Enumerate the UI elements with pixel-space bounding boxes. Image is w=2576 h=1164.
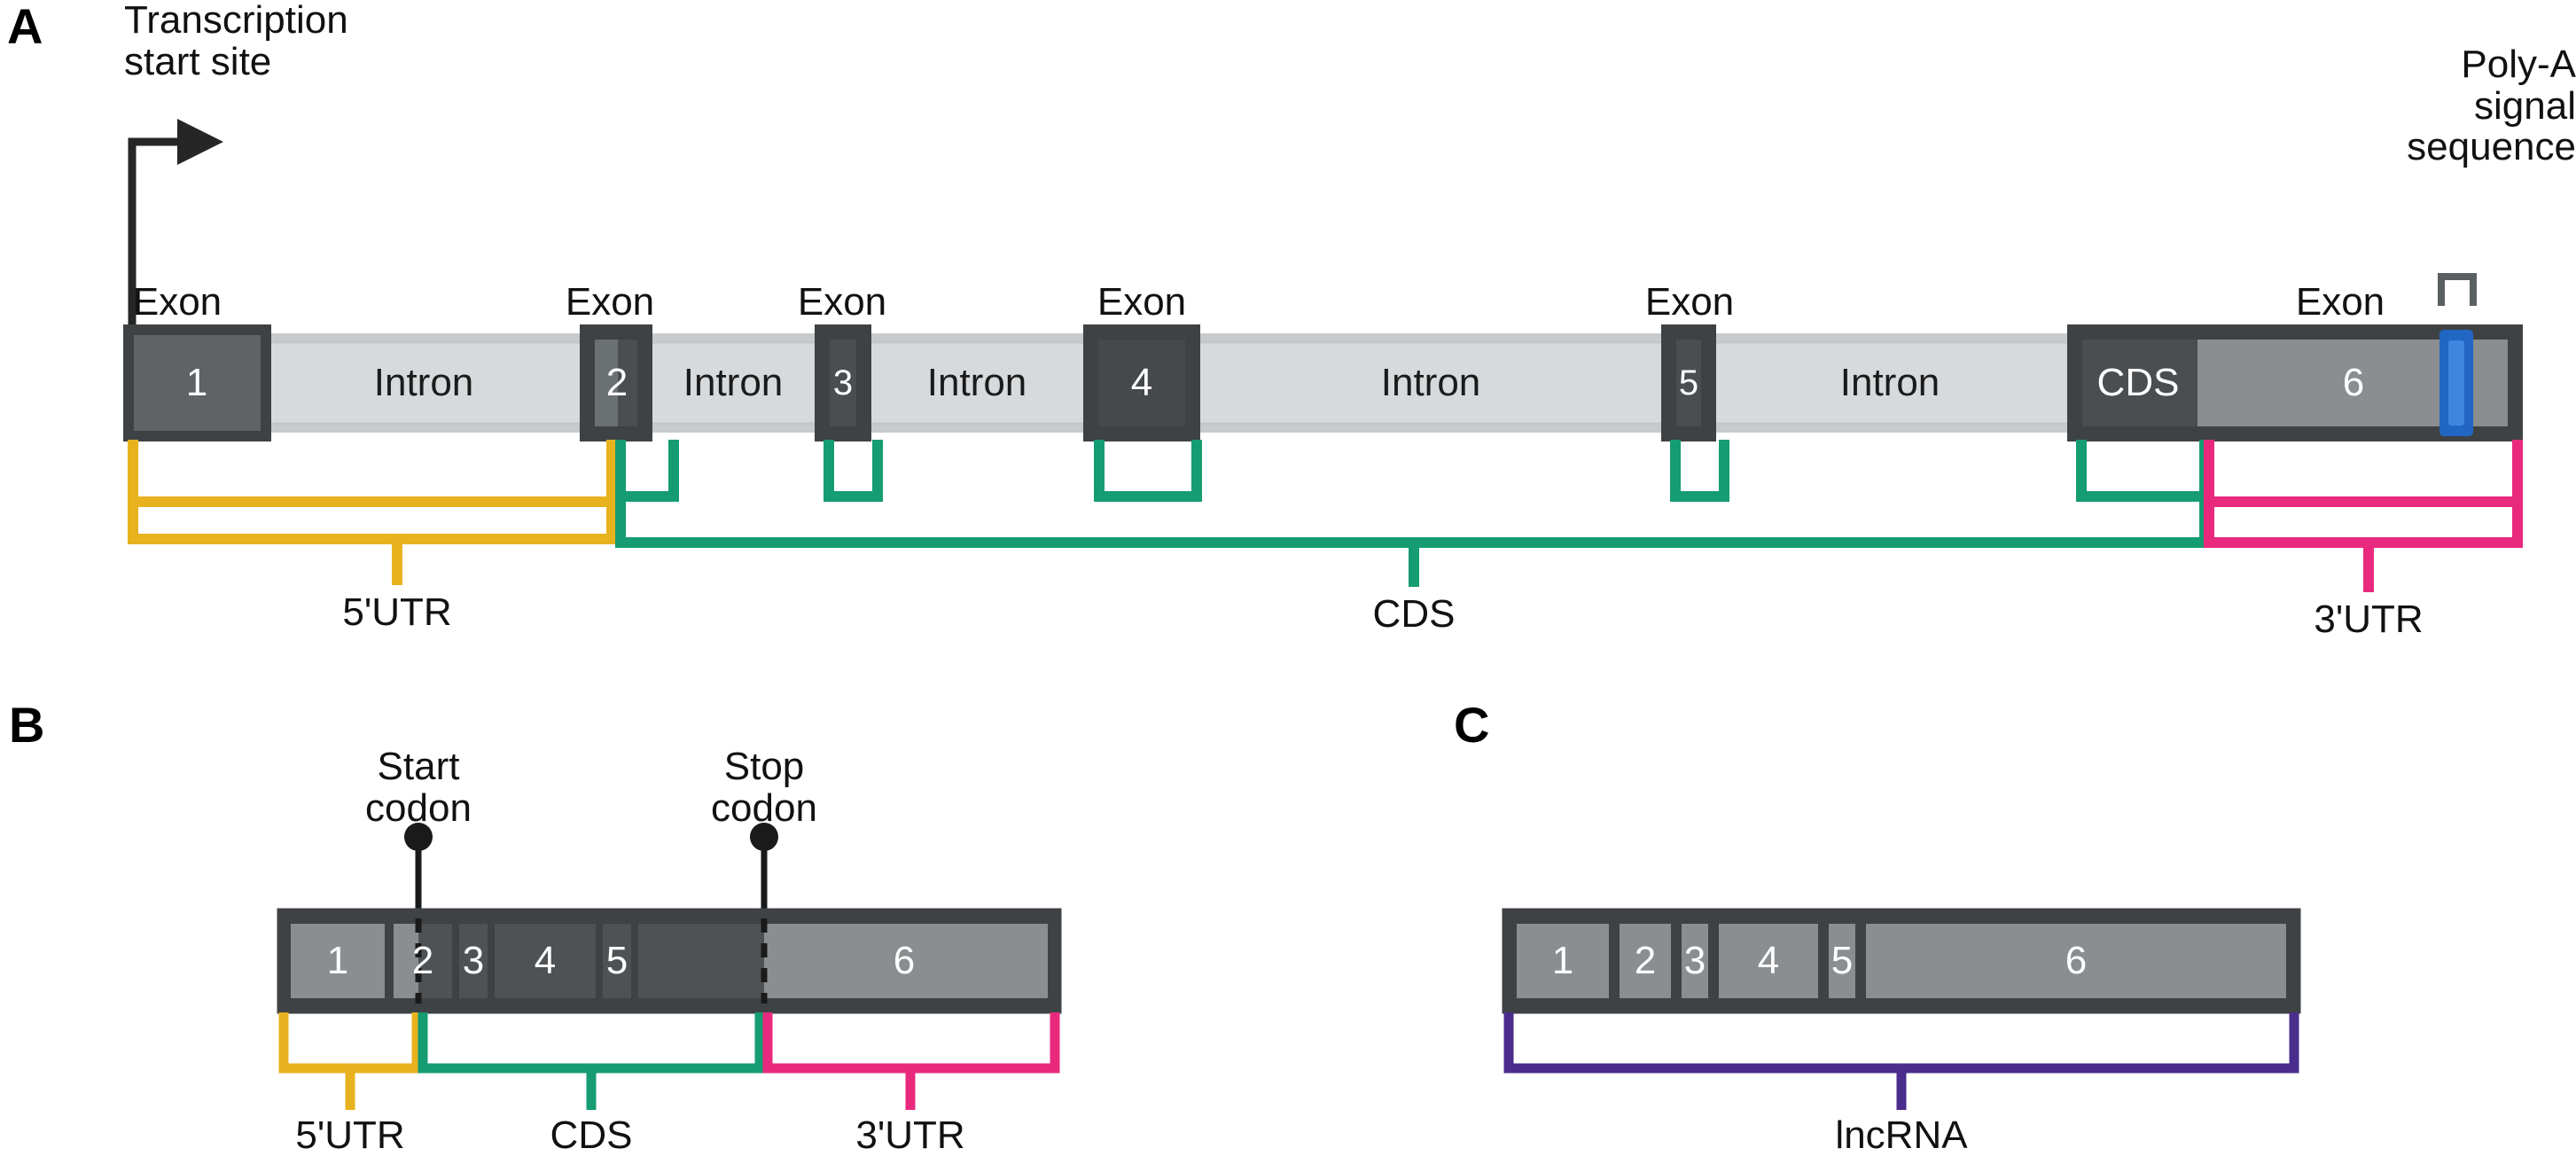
panelA-label-5utr: 5'UTR [342, 590, 452, 634]
panel-label-a: A [7, 0, 43, 54]
panelC-exon-number-3: 3 [1683, 939, 1706, 982]
panelA-exon-number-4: 4 [1130, 361, 1153, 404]
exon-caption-5: Exon [1644, 280, 1735, 324]
panelB-exon-number-3: 3 [462, 939, 485, 982]
panelA-exon-6 [2067, 273, 2523, 441]
panelC-label-lncrna: lncRNA [1835, 1113, 1968, 1157]
panelB-exon-number-5: 5 [605, 939, 628, 982]
panelA-exon-number-1: 1 [185, 361, 208, 404]
panelB-start-codon-leader [404, 823, 433, 915]
panelA-bracket-5utr [128, 440, 617, 585]
panelC-lncrna-track [1502, 908, 2301, 1014]
panelA-exon-number-6: 6 [2342, 361, 2365, 404]
panelB-bracket-5utr [278, 1012, 422, 1110]
panelA-exon6-cds-label: CDS [2096, 361, 2180, 404]
panelC-exon-number-1: 1 [1551, 939, 1574, 982]
panelA-bracket-3utr [2204, 440, 2523, 592]
exon-caption-6: Exon [2295, 280, 2385, 324]
panelB-bracket-cds [418, 1012, 765, 1110]
panelB-label-3utr: 3'UTR [855, 1113, 965, 1157]
exon-caption-4: Exon [1097, 280, 1187, 324]
panelA-exon-2 [580, 324, 652, 441]
panel-label-b: B [9, 697, 45, 753]
panelC-bracket-lncrna [1503, 1012, 2299, 1110]
panelA-intron-label-1: Intron [373, 361, 474, 404]
panelB-bracket-3utr [762, 1012, 1060, 1110]
start-codon-label: Start codon [365, 745, 472, 830]
panelA-exon-number-5: 5 [1678, 363, 1699, 402]
panelC-exon-number-6: 6 [2065, 939, 2088, 982]
panelA-exon-number-2: 2 [605, 361, 628, 404]
panelA-exon-1 [123, 324, 271, 441]
panelA-intron-label-4: Intron [1380, 361, 1481, 404]
panelA-exon-3 [815, 324, 871, 441]
panelA-intron-label-3: Intron [926, 361, 1027, 404]
panelA-exon-4 [1083, 324, 1200, 441]
transcription-start-site-label: Transcription start site [124, 0, 348, 83]
panelA-intron-label-2: Intron [683, 361, 784, 404]
polya-signal-label: Poly-A signal sequence [2407, 43, 2576, 169]
panelB-exon-number-4: 4 [534, 939, 557, 982]
panelA-label-cds: CDS [1372, 592, 1456, 636]
exon-caption-2: Exon [565, 280, 655, 324]
panelA-exon-5 [1661, 324, 1716, 441]
panelB-label-cds: CDS [550, 1113, 633, 1157]
panelA-exon-number-3: 3 [832, 363, 854, 402]
transcription-start-arrow [128, 119, 223, 334]
panelB-stop-codon-leader [750, 823, 778, 915]
panelB-exon-number-2: 2 [411, 939, 434, 982]
panelC-exon-number-4: 4 [1757, 939, 1780, 982]
stop-codon-label: Stop codon [711, 745, 817, 830]
panelA-intron-label-5: Intron [1839, 361, 1940, 404]
panelA-label-3utr: 3'UTR [2314, 598, 2424, 641]
panelB-exon-number-1: 1 [326, 939, 349, 982]
panelC-exon-number-5: 5 [1831, 939, 1854, 982]
panelB-exon-number-6: 6 [893, 939, 916, 982]
panelB-label-5utr: 5'UTR [295, 1113, 405, 1157]
panelB-mrna-track [277, 908, 1062, 1014]
exon-caption-3: Exon [797, 280, 887, 324]
panel-label-c: C [1454, 697, 1490, 753]
panelC-exon-number-2: 2 [1634, 939, 1657, 982]
panelA-bracket-cds [615, 440, 2210, 587]
exon-caption-1: Exon [132, 280, 222, 324]
